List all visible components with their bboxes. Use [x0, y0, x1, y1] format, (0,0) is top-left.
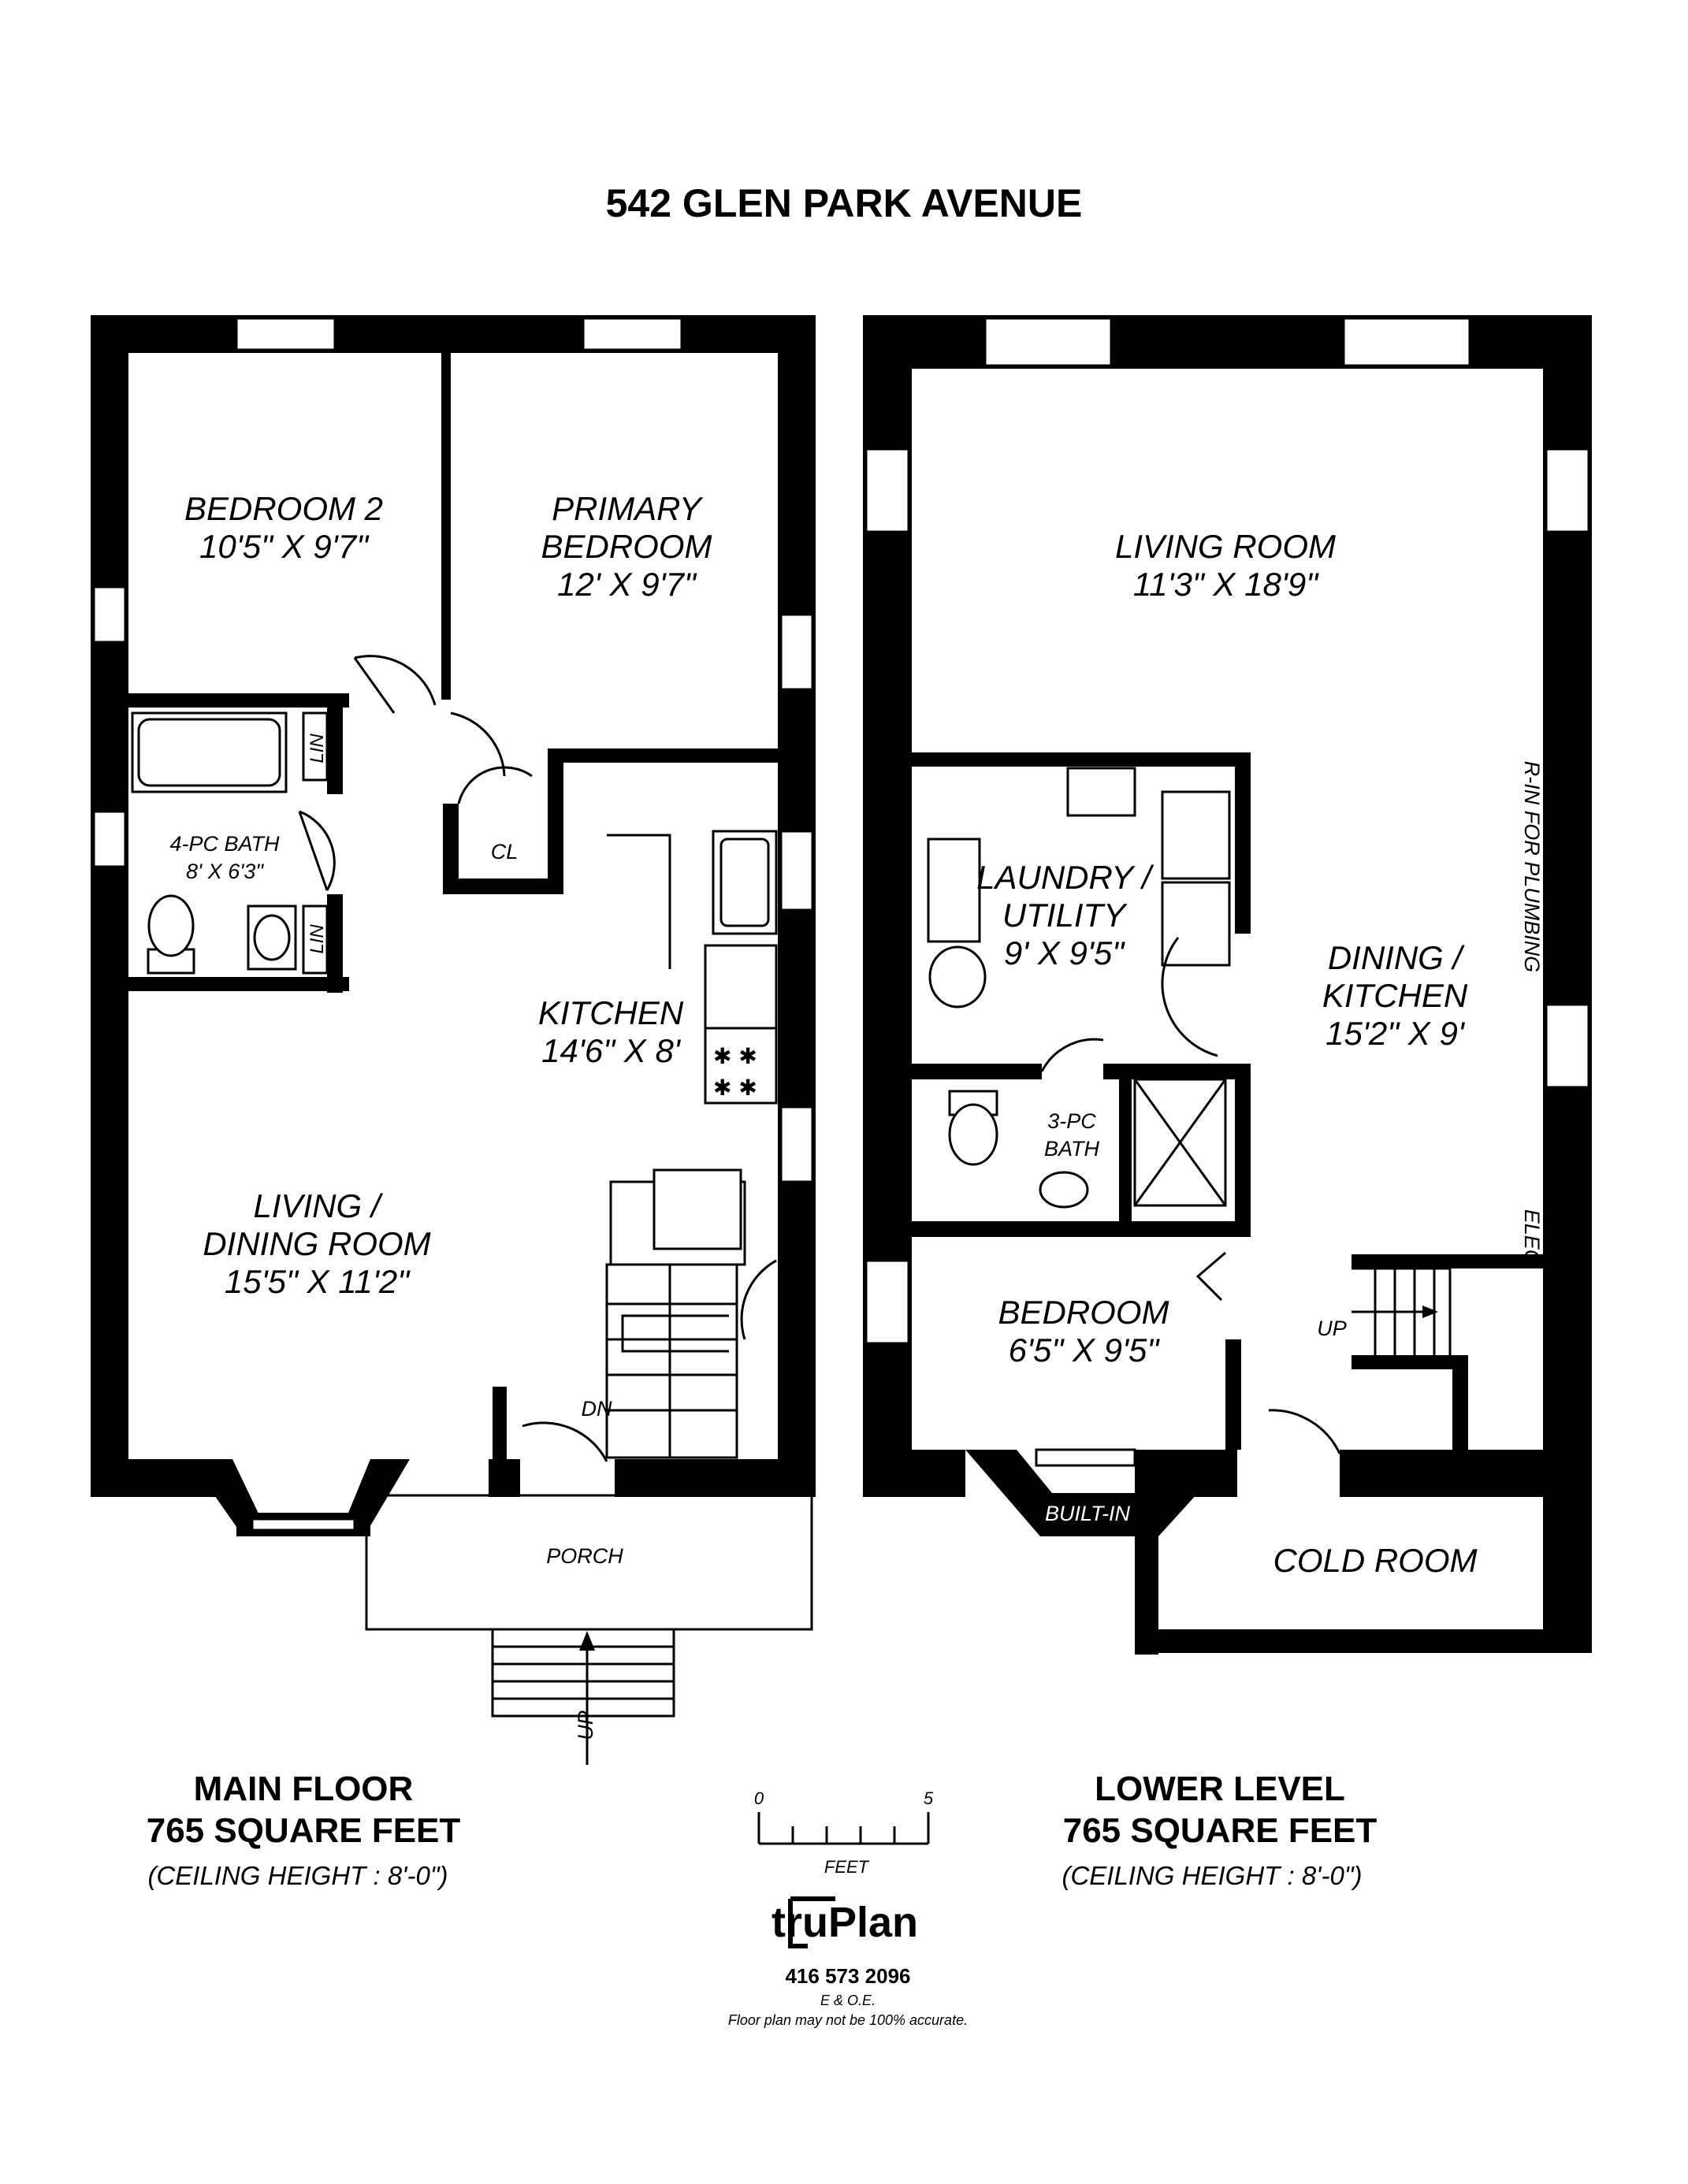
main-primary-size: 12' X 9'7" — [557, 566, 697, 603]
main-living-name-line1: LIVING / — [253, 1187, 383, 1224]
lower-level-area: 765 SQUARE FEET — [1063, 1811, 1378, 1850]
main-porch-up-label: UP — [574, 1710, 597, 1740]
lower-cold-room-label: COLD ROOM — [1273, 1542, 1477, 1579]
main-floor-plan: ✱ ✱ ✱ ✱ — [91, 315, 816, 1765]
lower-laundry-size: 9' X 9'5" — [1004, 934, 1125, 971]
lower-living-name: LIVING ROOM — [1115, 528, 1336, 565]
main-kitchen-size: 14'6" X 8' — [541, 1032, 682, 1069]
main-closet-label: CL — [491, 840, 519, 864]
scale-start-label: 0 — [754, 1788, 764, 1808]
truplan-logo — [788, 1896, 835, 1948]
brand-eoe: E & O.E. — [820, 1993, 876, 2008]
main-floor-ceiling: (CEILING HEIGHT : 8'-0") — [147, 1861, 448, 1890]
main-linen-label-lower: LIN — [307, 924, 328, 954]
lower-dining-name-line2: KITCHEN — [1322, 977, 1468, 1014]
main-stairs-down-label: DN — [582, 1397, 612, 1421]
main-bath-size: 8' X 6'3" — [186, 860, 264, 883]
lower-laundry-name-line2: UTILITY — [1002, 897, 1128, 934]
brand-disclaimer: Floor plan may not be 100% accurate. — [728, 2012, 968, 2028]
main-bath-name: 4-PC BATH — [169, 832, 280, 856]
lower-elec-label: ELEC — [1520, 1209, 1544, 1265]
brand-phone: 416 573 2096 — [785, 1964, 910, 1988]
main-floor-area: 765 SQUARE FEET — [147, 1811, 461, 1850]
lower-level-heading: LOWER LEVEL — [1095, 1770, 1345, 1808]
lower-laundry-name-line1: LAUNDRY / — [976, 859, 1154, 896]
lower-builtin-label: BUILT-IN — [1045, 1502, 1131, 1525]
lower-level-ceiling: (CEILING HEIGHT : 8'-0") — [1062, 1861, 1362, 1890]
main-primary-name-line2: BEDROOM — [541, 528, 712, 565]
main-linen-label-upper: LIN — [307, 734, 328, 763]
main-living-size: 15'5" X 11'2" — [225, 1263, 411, 1300]
lower-bedroom-name: BEDROOM — [998, 1294, 1169, 1331]
lower-stairs-up-label: UP — [1317, 1317, 1347, 1340]
svg-text:✱ ✱: ✱ ✱ — [713, 1075, 757, 1101]
lower-dining-name-line1: DINING / — [1328, 939, 1466, 976]
lower-rin-plumbing-label: R-IN FOR PLUMBING — [1520, 761, 1544, 973]
main-primary-name-line1: PRIMARY — [552, 490, 704, 527]
scale-unit-label: FEET — [824, 1857, 870, 1877]
main-kitchen-name: KITCHEN — [538, 994, 684, 1031]
lower-living-size: 11'3" X 18'9" — [1133, 566, 1319, 603]
main-bedroom2-name: BEDROOM 2 — [184, 490, 383, 527]
main-porch-label: PORCH — [546, 1544, 623, 1568]
lower-bath-name-line2: BATH — [1044, 1137, 1100, 1161]
lower-dining-size: 15'2" X 9' — [1325, 1015, 1466, 1052]
main-living-name-line2: DINING ROOM — [203, 1225, 430, 1262]
scale-end-label: 5 — [924, 1788, 934, 1808]
scale-bar — [757, 1812, 930, 1845]
lower-level-plan — [863, 315, 1592, 1655]
plan-title: 542 GLEN PARK AVENUE — [606, 181, 1083, 225]
main-floor-heading: MAIN FLOOR — [194, 1770, 414, 1808]
main-bedroom2-size: 10'5" X 9'7" — [199, 528, 370, 565]
lower-bedroom-size: 6'5" X 9'5" — [1009, 1332, 1161, 1369]
lower-bath-name-line1: 3-PC — [1047, 1109, 1096, 1133]
brand-logo-text: truPlan — [771, 1899, 918, 1946]
svg-text:✱ ✱: ✱ ✱ — [713, 1043, 757, 1069]
